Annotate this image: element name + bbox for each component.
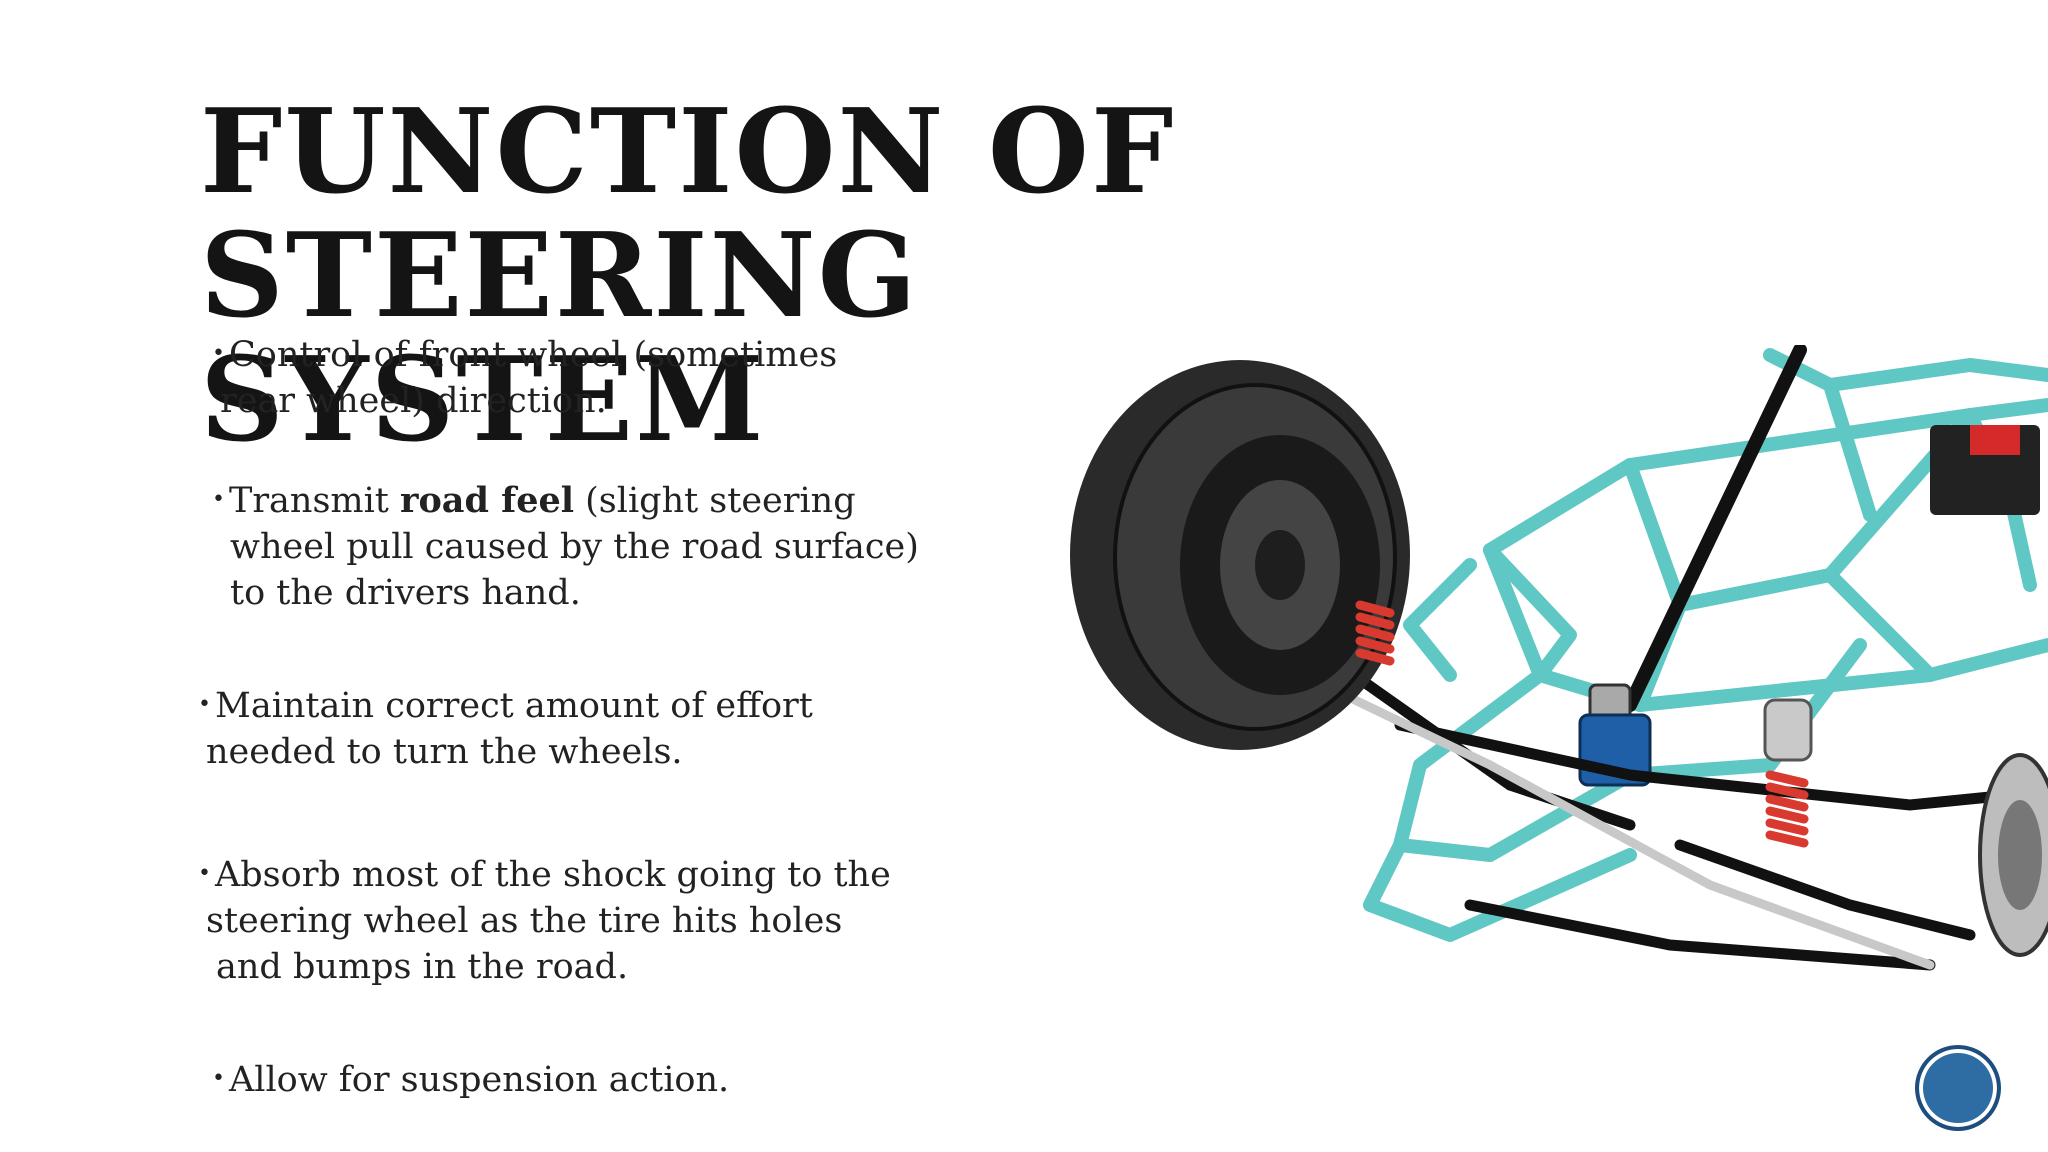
bullet-5: •Allow for suspension action.: [212, 1056, 729, 1103]
bullet-dot: •: [212, 487, 225, 512]
bullet-1-line-1: Control of front wheel (sometimes: [228, 335, 838, 375]
bullet-2-line-3: to the drivers hand.: [230, 573, 581, 613]
bullet-dot: •: [198, 692, 211, 717]
bullet-4: •Absorb most of the shock going to the s…: [198, 851, 891, 990]
suspension-links: [1334, 659, 2016, 971]
bullet-3: •Maintain correct amount of effort neede…: [198, 682, 813, 775]
bullet-dot: •: [212, 341, 225, 366]
bullet-1: •Control of front wheel (sometimes rear …: [212, 331, 837, 424]
bullet-dot: •: [198, 861, 211, 886]
front-right-brake-disc: [1978, 753, 2048, 957]
bullet-4-line-1: Absorb most of the shock going to the: [214, 855, 891, 895]
bullet-2-line-2: wheel pull caused by the road surface): [230, 527, 919, 567]
bullet-4-line-2: steering wheel as the tire hits holes: [206, 901, 843, 941]
bullet-2-bold-term: road feel: [400, 480, 575, 521]
bullet-3-line-2: needed to turn the wheels.: [206, 732, 683, 772]
bullet-2: •Transmit road feel (slight steering whe…: [212, 477, 919, 616]
bullet-4-line-3: and bumps in the road.: [216, 947, 629, 987]
shock-body: [1763, 698, 1813, 762]
engine-detail: [1970, 425, 2020, 455]
steering-column: [1623, 345, 1807, 712]
bullet-1-line-2: rear wheel) direction.: [220, 381, 607, 421]
tie-rod: [1215, 630, 1935, 970]
bullet-5-line-1: Allow for suspension action.: [228, 1060, 730, 1100]
bullet-2-suffix: (slight steering: [574, 481, 856, 521]
bullet-2-prefix: Transmit: [228, 481, 401, 521]
title-line-1: FUNCTION OF STEERING: [200, 84, 1176, 344]
slide-logo-badge-icon: [1915, 1045, 2001, 1131]
coilover-springs: [1355, 600, 1809, 848]
steering-suspension-chassis-illustration: [1070, 345, 2048, 971]
title-line-2: SYSTEM: [200, 332, 766, 468]
chassis-frame: [1363, 348, 2048, 942]
front-left-wheel: [1070, 360, 1410, 750]
bullet-dot: •: [212, 1066, 225, 1091]
bullet-3-line-1: Maintain correct amount of effort: [214, 686, 813, 726]
